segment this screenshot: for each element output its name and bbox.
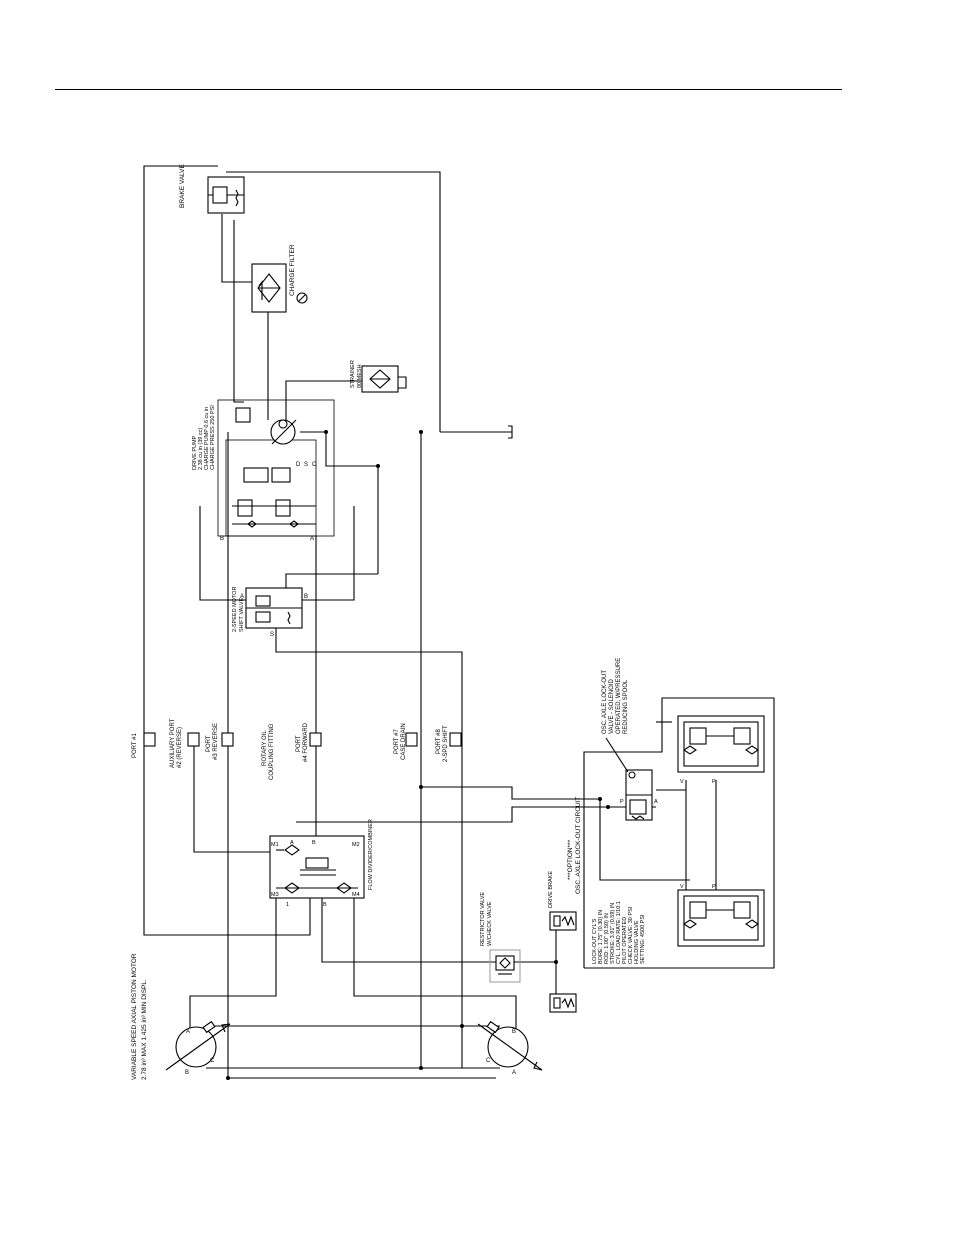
pump-port-a: A xyxy=(310,536,314,542)
strainer-symbol xyxy=(361,365,399,393)
cyl-spec-2: BORE: 1.75" (0.30) IN xyxy=(598,910,604,964)
drive-pump-label: DRIVE PUMP xyxy=(192,435,198,470)
drive-brake-lower-symbol xyxy=(549,993,577,1013)
lockout-valve-label-3: OPERATED, W/PRESSURE xyxy=(616,658,622,734)
right-motor-port-b: B xyxy=(512,1029,516,1035)
shift-valve-port-a: A xyxy=(240,594,244,600)
lockout-cylinder-upper: V P xyxy=(677,715,765,785)
cyl-spec-4: STROKE: 3.91" (0.59) IN xyxy=(610,903,616,964)
two-speed-valve-label-1: 2-SPEED MOTOR xyxy=(232,587,238,632)
pump-displacement-label: 2.38 cu in (39 cc) xyxy=(198,428,204,470)
port-3-label-1: PORT xyxy=(206,735,212,752)
two-speed-valve-label-2: SHIFT VALVE xyxy=(239,597,245,632)
fd-port-m2: M2 xyxy=(352,842,360,848)
page-header-rule xyxy=(55,89,842,90)
motor-label-2: 2.78 in³ MAX 1.425 in³ MIN DISPL. xyxy=(141,979,148,1080)
drive-pump-symbol: D S C B A xyxy=(217,399,335,542)
fd-port-b: B xyxy=(323,902,327,908)
left-motor-port-c: C xyxy=(210,1058,215,1064)
lockout-circuit-frame xyxy=(583,697,775,969)
lockout-cylinder-lower: V P xyxy=(677,884,765,947)
right-motor-port-c: C xyxy=(486,1058,491,1064)
lockout-valve-label-1: OSC. AXLE LOCK-OUT xyxy=(602,670,608,734)
aux-port-label-2: #2 (REVERSE) xyxy=(177,727,183,768)
cyl-spec-6: PILOT OPERATED xyxy=(622,917,628,964)
brake-valve-label: BRAKE VALVE xyxy=(179,164,186,208)
port-4-label-1: PORT xyxy=(296,735,302,752)
fd-port-m3: M3 xyxy=(271,892,279,898)
pump-port-b: B xyxy=(220,536,224,542)
aux-port-label-1: AUXILIARY PORT xyxy=(170,718,176,768)
shift-valve-port-s: S xyxy=(270,632,274,638)
brake-valve-symbol xyxy=(207,176,245,214)
hydraulic-lines xyxy=(143,165,717,1079)
two-speed-shift-valve-symbol: A B S xyxy=(240,587,308,638)
restrictor-label-2: W/CHECK VALVE xyxy=(487,901,493,946)
fd-port-a: A xyxy=(290,840,294,846)
cyl-spec-1: LOCK-OUT CYL'S xyxy=(592,918,598,964)
pump-pressure-label: CHARGE PRESS 250 PSI xyxy=(210,405,216,470)
right-motor-port-a: A xyxy=(512,1070,516,1076)
charge-filter-symbol xyxy=(251,263,308,313)
port-8-label-2: 2-SPD SHIFT xyxy=(443,725,449,762)
shift-valve-port-b: B xyxy=(304,594,308,600)
lower-cyl-port-v: V xyxy=(680,884,684,890)
upper-cyl-port-v: V xyxy=(680,779,684,785)
pump-charge-label: CHARGE PUMP 0.6 cu in xyxy=(204,407,210,470)
cyl-spec-7: CHECK VALVE: 30 PSI xyxy=(628,906,634,964)
pump-port-s: S xyxy=(304,462,308,468)
pump-port-d: D xyxy=(296,462,301,468)
port-3-label-2: #3 REVERSE xyxy=(213,723,219,760)
left-motor-port-b: B xyxy=(185,1070,189,1076)
restrictor-label-1: RESTRICTOR VALVE xyxy=(480,892,486,946)
fd-port-m1: M1 xyxy=(271,842,279,848)
flow-divider-label: FLOW DIVIDER/COMBINER xyxy=(368,819,374,890)
upper-cyl-port-p: P xyxy=(712,779,716,785)
port-8-label-1: PORT #8 xyxy=(436,729,442,754)
cyl-spec-9: SETTING: 4500 PSI xyxy=(640,914,646,964)
charge-filter-label: CHARGE FILTER xyxy=(289,244,296,296)
port-1-label: PORT #1 xyxy=(132,733,138,758)
lockout-valve-port-a: A xyxy=(654,799,658,805)
junction-dots xyxy=(226,430,610,1080)
drive-brake-upper-symbol xyxy=(549,911,577,931)
rotary-ports xyxy=(143,732,462,747)
pump-port-c: C xyxy=(312,462,317,468)
port-4-label-2: #4 FORWARD xyxy=(303,722,309,762)
port-7-label-1: PORT #7 xyxy=(394,729,400,754)
left-motor-port-a: A xyxy=(186,1029,190,1035)
port-7-label-2: CASE DRAIN xyxy=(401,723,407,760)
fd-port-1: 1 xyxy=(286,902,289,908)
strainer-size-label: 80 MESH xyxy=(357,364,363,388)
cyl-spec-3: ROD: 1.00" (0.50) IN xyxy=(604,913,610,964)
rotary-coupling-label-1: ROTARY OIL xyxy=(262,730,268,766)
left-motor-symbol: A B C xyxy=(165,1020,231,1076)
restrictor-valve-symbol xyxy=(489,949,521,983)
strainer-label: STRAINER xyxy=(350,360,356,388)
fd-port-b-top: B xyxy=(312,840,316,846)
cyl-spec-8: HOLDING VALVE xyxy=(634,920,640,964)
option-label: ***OPTION*** xyxy=(567,839,574,880)
lockout-valve-symbol: P A xyxy=(620,769,658,821)
rotary-coupling-label-2: COUPLING FITTING xyxy=(269,723,275,780)
lower-cyl-port-p: P xyxy=(712,884,716,890)
lockout-valve-label-2: VALVE - SOLENOID xyxy=(609,679,615,734)
option-circuit-label: OSC. AXLE LOCK-OUT CIRCUIT xyxy=(575,797,582,894)
cyl-spec-5: CYL. LOAD RATE: 1/10:1 xyxy=(616,901,622,964)
fd-port-m4: M4 xyxy=(352,892,360,898)
right-motor-symbol: B A C xyxy=(477,1020,543,1076)
lockout-valve-label-4: REDUCING SPOOL xyxy=(623,679,629,734)
flow-divider-symbol: M1 M2 M3 M4 A B B 1 xyxy=(269,835,365,908)
lockout-valve-port-p: P xyxy=(620,799,624,805)
drive-brake-label: DRIVE BRAKE xyxy=(548,871,554,908)
motor-label-1: VARIABLE SPEED AXIAL PISTON MOTOR xyxy=(131,953,138,1080)
